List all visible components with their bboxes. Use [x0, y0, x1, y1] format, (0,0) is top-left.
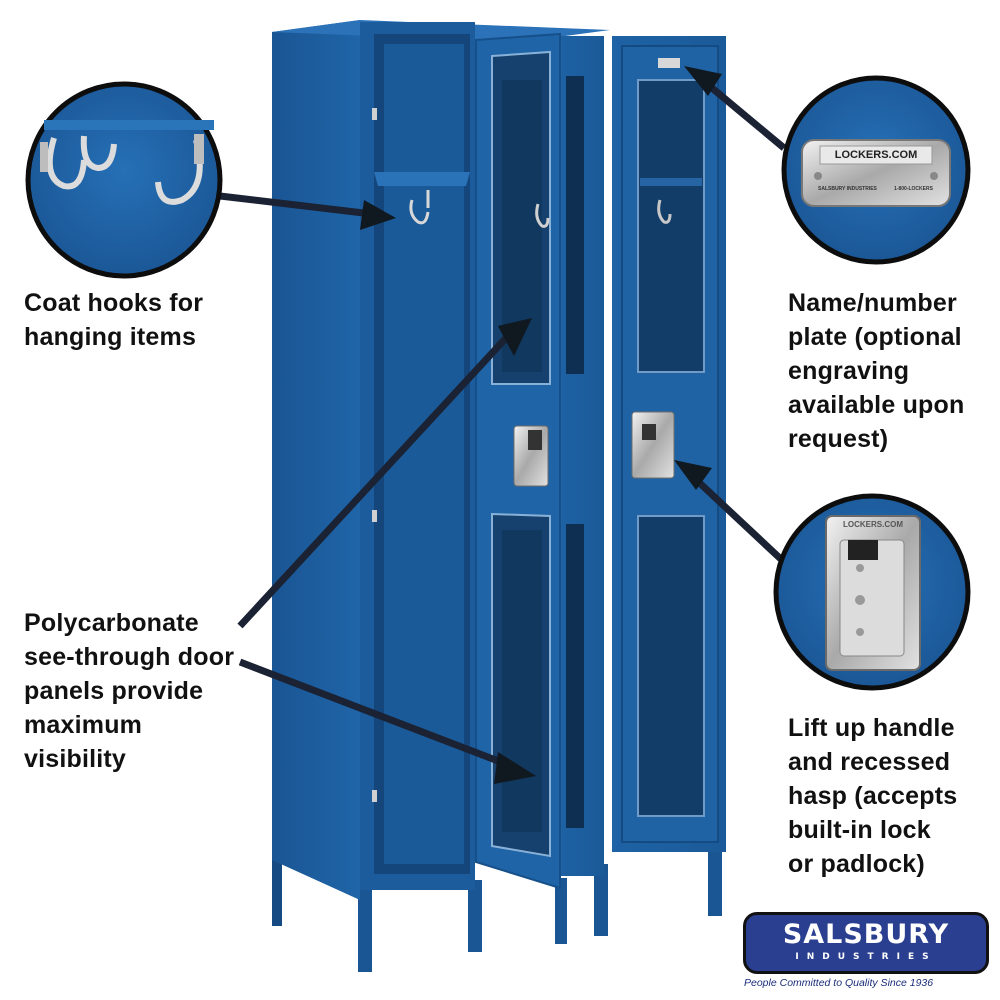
callout-line: or padlock): [788, 850, 925, 878]
number-plate: [658, 58, 680, 68]
callout-line: hasp (accepts: [788, 782, 958, 810]
callout-line: engraving: [788, 357, 910, 385]
logo-sub-text: INDUSTRIES: [795, 952, 937, 962]
callout-line: hanging items: [24, 323, 197, 351]
callout-polycarbonate: Polycarbonate see-through door panels pr…: [24, 606, 234, 776]
arrow-name-plate: [697, 75, 787, 151]
handle-stamp: LOCKERS.COM: [843, 520, 903, 529]
pointer-arrows: [219, 66, 787, 784]
middle-locker-window: [566, 524, 584, 828]
leg: [555, 878, 567, 944]
callout-line: Coat hooks for: [24, 289, 204, 317]
callout-handle: Lift up handle and recessed hasp (accept…: [788, 711, 957, 881]
callout-name-plate: Name/number plate (optional engraving av…: [788, 286, 964, 456]
arrowhead: [674, 460, 712, 490]
logo-main-text: SALSBURY: [782, 919, 950, 950]
callout-line: available upon: [788, 391, 965, 419]
leg: [468, 880, 482, 952]
coat-hooks-detail: [25, 81, 223, 279]
door-handle-slot: [642, 424, 656, 440]
salsbury-logo: SALSBURY INDUSTRIES: [743, 912, 989, 974]
interior-shelf: [640, 178, 702, 186]
coat-hook: [657, 199, 672, 224]
arrow-handle: [687, 471, 787, 565]
callout-coat-hooks: Coat hooks for hanging items: [24, 286, 203, 354]
right-door-window-lower: [637, 515, 705, 817]
leg: [708, 848, 722, 916]
hinge: [372, 510, 377, 522]
leg: [594, 864, 608, 936]
callout-line: maximum: [24, 711, 143, 739]
hinge: [372, 790, 377, 802]
callout-line: built-in lock: [788, 816, 931, 844]
callout-line: panels provide: [24, 677, 204, 705]
side-panel: [272, 20, 360, 900]
locker-unit: [272, 20, 726, 972]
callout-line: Lift up handle: [788, 714, 955, 742]
callout-line: plate (optional: [788, 323, 962, 351]
door-handle-slot: [528, 430, 542, 450]
nameplate-small-right: 1-800-LOCKERS: [894, 186, 933, 192]
arrow-coat-hooks: [219, 192, 373, 218]
arrowhead: [498, 318, 532, 356]
handle-detail: [773, 493, 971, 691]
callout-line: see-through door: [24, 643, 235, 671]
callout-line: request): [788, 425, 889, 453]
arrow-polycarbonate-lower: [238, 658, 508, 768]
coat-hook: [409, 199, 430, 225]
leg: [272, 858, 282, 926]
callout-line: and recessed: [788, 748, 951, 776]
leg: [358, 880, 372, 972]
middle-locker-window: [566, 76, 584, 374]
hat-shelf: [374, 172, 470, 186]
arrowhead: [494, 752, 536, 784]
nameplate-small-left: SALSBURY INDUSTRIES: [818, 186, 877, 192]
arrowhead: [360, 200, 396, 230]
callout-line: visibility: [24, 745, 127, 773]
door-handle-closed: [631, 411, 675, 479]
hinge: [372, 108, 377, 120]
logo-tagline: People Committed to Quality Since 1936: [744, 977, 934, 989]
door-window-pane: [502, 530, 542, 832]
right-door-window-upper: [637, 79, 705, 373]
coat-hook: [535, 203, 550, 228]
name-plate-detail: [781, 75, 971, 265]
arrowhead: [684, 66, 722, 96]
nameplate-brand: LOCKERS.COM: [834, 149, 918, 161]
callout-line: Name/number: [788, 289, 957, 317]
callout-line: Polycarbonate: [24, 609, 199, 637]
arrow-polycarbonate-upper: [237, 335, 509, 629]
